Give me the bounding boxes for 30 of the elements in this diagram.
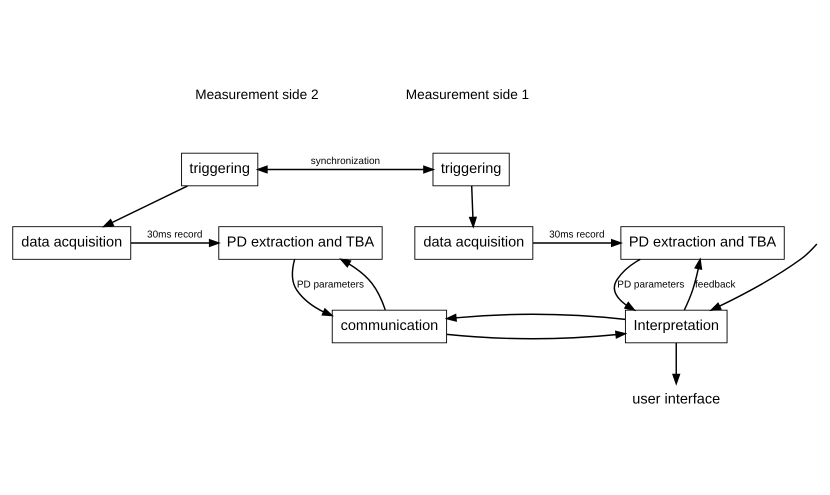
edge-label: 30ms record bbox=[549, 228, 605, 240]
arrow bbox=[468, 185, 478, 228]
node-box: triggering bbox=[432, 152, 510, 186]
edge-label: feedback bbox=[695, 278, 736, 290]
node-box: PD extraction and TBA bbox=[218, 226, 383, 260]
edge-label: PD parameters bbox=[617, 278, 684, 290]
arrow bbox=[339, 258, 386, 310]
node-box: data acquisition bbox=[12, 226, 132, 260]
edge-label: PD parameters bbox=[296, 278, 364, 290]
arrow bbox=[130, 238, 221, 247]
arrow bbox=[709, 243, 818, 311]
edge-label: synchronization bbox=[310, 155, 380, 166]
arrow bbox=[292, 258, 334, 316]
node-box: triggering bbox=[181, 152, 258, 186]
node-box: communication bbox=[332, 309, 448, 343]
arrow bbox=[444, 313, 626, 322]
arrow bbox=[102, 184, 188, 228]
arrow bbox=[446, 330, 628, 339]
arrow bbox=[533, 238, 623, 247]
node-text: user interface bbox=[632, 390, 720, 407]
arrow bbox=[672, 342, 680, 386]
node-box: PD extraction and TBA bbox=[620, 226, 785, 260]
edge-label: 30ms record bbox=[147, 228, 202, 240]
label: Measurement side 2 bbox=[195, 86, 319, 102]
arrow bbox=[614, 258, 641, 311]
arrow bbox=[256, 164, 436, 174]
node-box: Interpretation bbox=[624, 309, 728, 343]
label: Measurement side 1 bbox=[406, 86, 530, 102]
node-box: data acquisition bbox=[414, 226, 534, 260]
arrow bbox=[684, 256, 702, 310]
